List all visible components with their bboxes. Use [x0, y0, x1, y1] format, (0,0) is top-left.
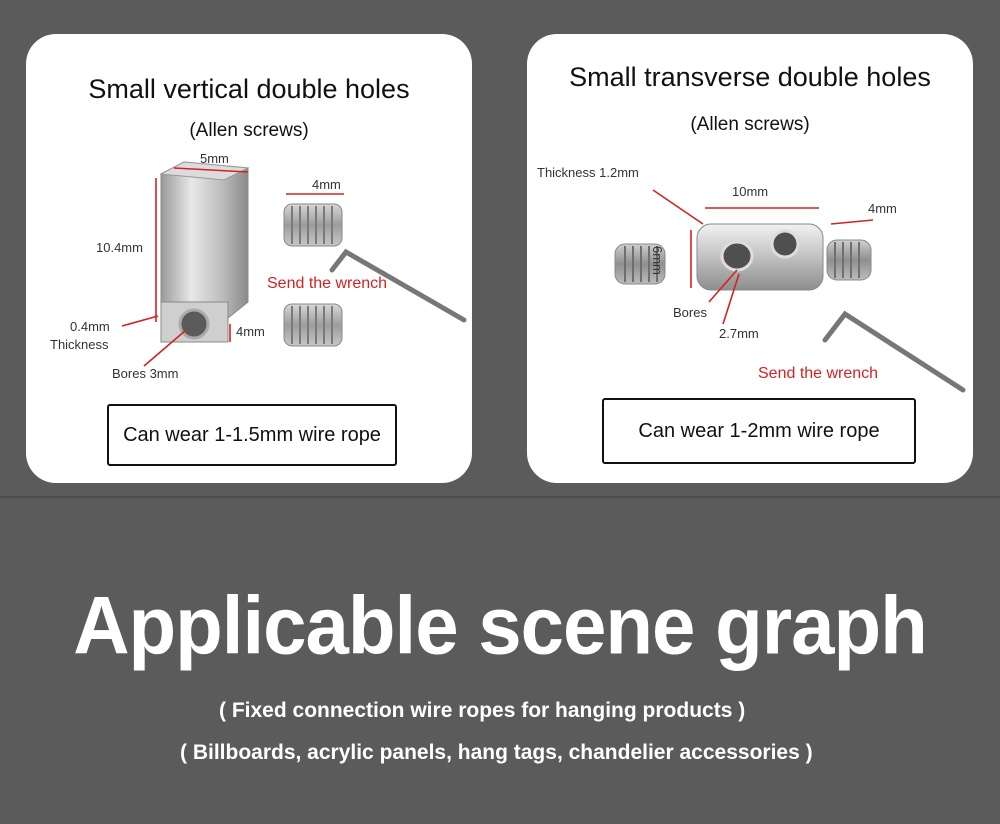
width-label: 5mm	[200, 151, 229, 166]
thickness-label: Thickness 1.2mm	[537, 165, 639, 180]
bottom-width-label: 4mm	[236, 324, 265, 339]
height-label: 6mm	[650, 246, 665, 275]
subline-fixed-connection: ( Fixed connection wire ropes for hangin…	[219, 699, 746, 722]
screw-length-label: 4mm	[312, 177, 341, 192]
transverse-connector-illustration	[614, 189, 966, 393]
card-subtitle: (Allen screws)	[690, 114, 810, 135]
send-wrench-label: Send the wrench	[267, 275, 388, 292]
transverse-holes-card: Small transverse double holes (Allen scr…	[527, 34, 973, 483]
thickness-label: Thickness	[50, 337, 109, 352]
card-title: Small vertical double holes	[88, 74, 410, 104]
bores-size-label: 2.7mm	[719, 326, 759, 341]
card-subtitle: (Allen screws)	[189, 120, 309, 141]
subline-applications: ( Billboards, acrylic panels, hang tags,…	[180, 741, 813, 764]
vertical-holes-card: Small vertical double holes (Allen screw…	[26, 34, 472, 483]
vertical-connector-illustration	[121, 161, 467, 367]
section-divider	[0, 496, 1000, 498]
wire-rope-note: Can wear 1-1.5mm wire rope	[107, 404, 397, 466]
height-label: 10.4mm	[96, 240, 143, 255]
headline: Applicable scene graph	[73, 578, 928, 672]
screw-length-label: 4mm	[868, 201, 897, 216]
thickness-value-label: 0.4mm	[70, 319, 110, 334]
bores-label: Bores	[673, 305, 707, 320]
wire-rope-note: Can wear 1-2mm wire rope	[602, 398, 916, 464]
bores-label: Bores 3mm	[112, 366, 179, 381]
card-title: Small transverse double holes	[569, 62, 931, 92]
send-wrench-label: Send the wrench	[758, 365, 879, 382]
length-label: 10mm	[732, 184, 769, 199]
